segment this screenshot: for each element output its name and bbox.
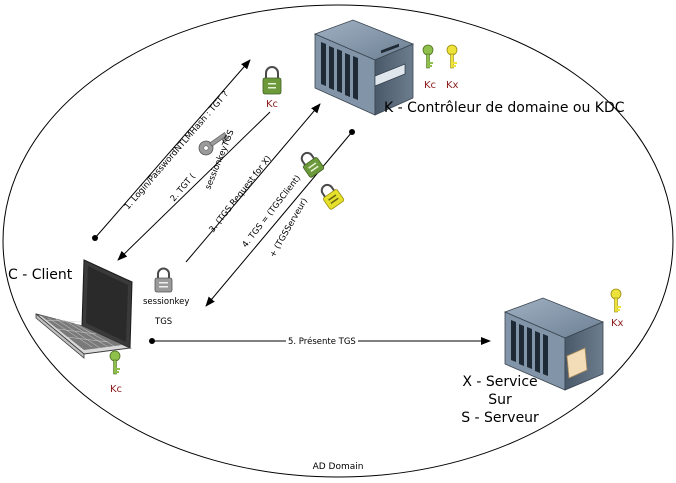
arrow-4-line [205, 131, 353, 307]
service-key-kx-label: Kx [611, 318, 624, 329]
client-session-key-label-1: sessionkey [143, 297, 189, 307]
arrow-2-line [117, 111, 271, 261]
client-laptop-icon [35, 259, 133, 359]
client-key-kc-label: Kc [110, 384, 122, 395]
kdc-server-icon [313, 19, 415, 116]
arrow-2-label: 2. TGT ( [169, 172, 198, 204]
kdc-label: K - Contrôleur de domaine ou KDC [384, 100, 625, 116]
client-label: C - Client [8, 267, 73, 283]
lock-kc-label: Kc [266, 99, 278, 110]
arrow-5-label-bg [286, 334, 358, 346]
arrow-1-line [94, 59, 251, 239]
arrow-3-line [185, 103, 321, 263]
kdc-key-kx-icon [446, 44, 458, 69]
arrow-5-start-dot [149, 338, 155, 344]
kdc-key-kc-icon [422, 44, 434, 69]
ad-domain-boundary [2, 4, 674, 478]
session-key-icon [198, 132, 229, 156]
ad-domain-label: AD Domain [313, 462, 364, 472]
kdc-key-kc-label: Kc [424, 80, 436, 91]
arrow-4-start-dot [349, 129, 355, 135]
service-label-line2: Sur [488, 392, 512, 408]
client-session-key-label-2: TGS [154, 317, 172, 327]
service-label-line3: S - Serveur [461, 410, 539, 426]
service-label-line1: X - Service [462, 374, 537, 390]
service-key-kx-icon [610, 288, 622, 313]
arrow-5-label: 5. Présente TGS [288, 336, 356, 347]
service-server-icon [503, 297, 605, 391]
lock-kc-icon [262, 66, 282, 95]
arrow-1-start-dot [92, 235, 98, 241]
kdc-key-kx-label: Kx [446, 80, 459, 91]
lock-tgs-client-icon [300, 151, 325, 178]
client-key-kc-icon [109, 350, 121, 375]
lock-session-key-icon [154, 267, 173, 293]
lock-tgs-server-icon [320, 183, 345, 210]
